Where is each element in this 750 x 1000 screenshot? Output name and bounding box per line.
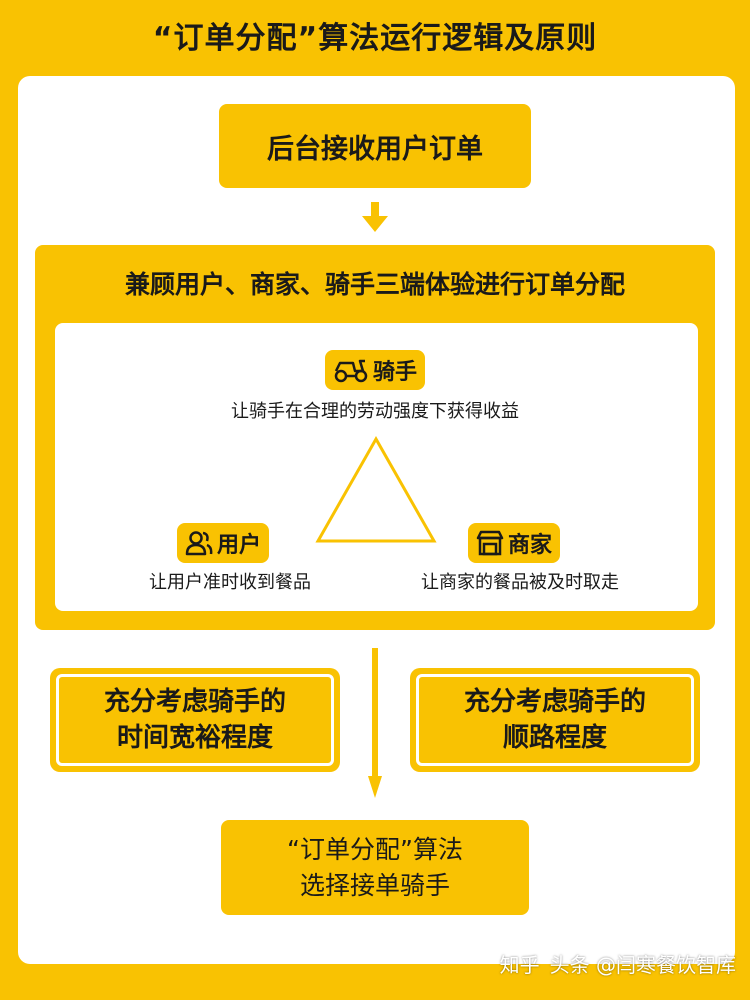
down-arrow-line-icon (368, 648, 382, 798)
triangle-shape (315, 435, 437, 543)
factor-time-box: 充分考虑骑手的 时间宽裕程度 (50, 668, 340, 772)
rider-desc: 让骑手在合理的劳动强度下获得收益 (231, 401, 519, 422)
rider-label: 骑手 (373, 360, 418, 385)
user-label: 用户 (217, 533, 262, 558)
watermark-right: 头条 @闫寒餐饮智库 (549, 953, 736, 977)
select-rider-box: “订单分配”算法 选择接单骑手 (221, 820, 529, 915)
down-arrow-icon (362, 202, 388, 232)
scooter-icon (334, 359, 368, 383)
factor-route-line1: 充分考虑骑手的 (463, 687, 646, 717)
user-tag: 用户 (177, 523, 270, 563)
watermark: 知乎 头条 @闫寒餐饮智库 (500, 949, 736, 978)
page-title: “订单分配”算法运行逻辑及原则 (152, 21, 598, 56)
shop-icon (476, 530, 504, 556)
rider-tag: 骑手 (325, 350, 426, 390)
users-icon (185, 531, 213, 556)
factor-route-box: 充分考虑骑手的 顺路程度 (410, 668, 700, 772)
panel-title: 兼顾用户、商家、骑手三端体验进行订单分配 (124, 270, 625, 299)
factor-route-line2: 顺路程度 (502, 723, 607, 753)
merchant-label: 商家 (508, 533, 553, 558)
merchant-tag: 商家 (468, 523, 561, 563)
select-rider-line1: “订单分配”算法 (287, 834, 463, 864)
watermark-left: 知乎 (499, 953, 540, 977)
user-desc: 让用户准时收到餐品 (149, 572, 311, 593)
factor-time-line2: 时间宽裕程度 (116, 723, 273, 753)
merchant-desc: 让商家的餐品被及时取走 (421, 572, 619, 593)
receive-order-box: 后台接收用户订单 (219, 104, 531, 188)
select-rider-line2: 选择接单骑手 (299, 870, 450, 900)
factor-time-line1: 充分考虑骑手的 (103, 687, 286, 717)
